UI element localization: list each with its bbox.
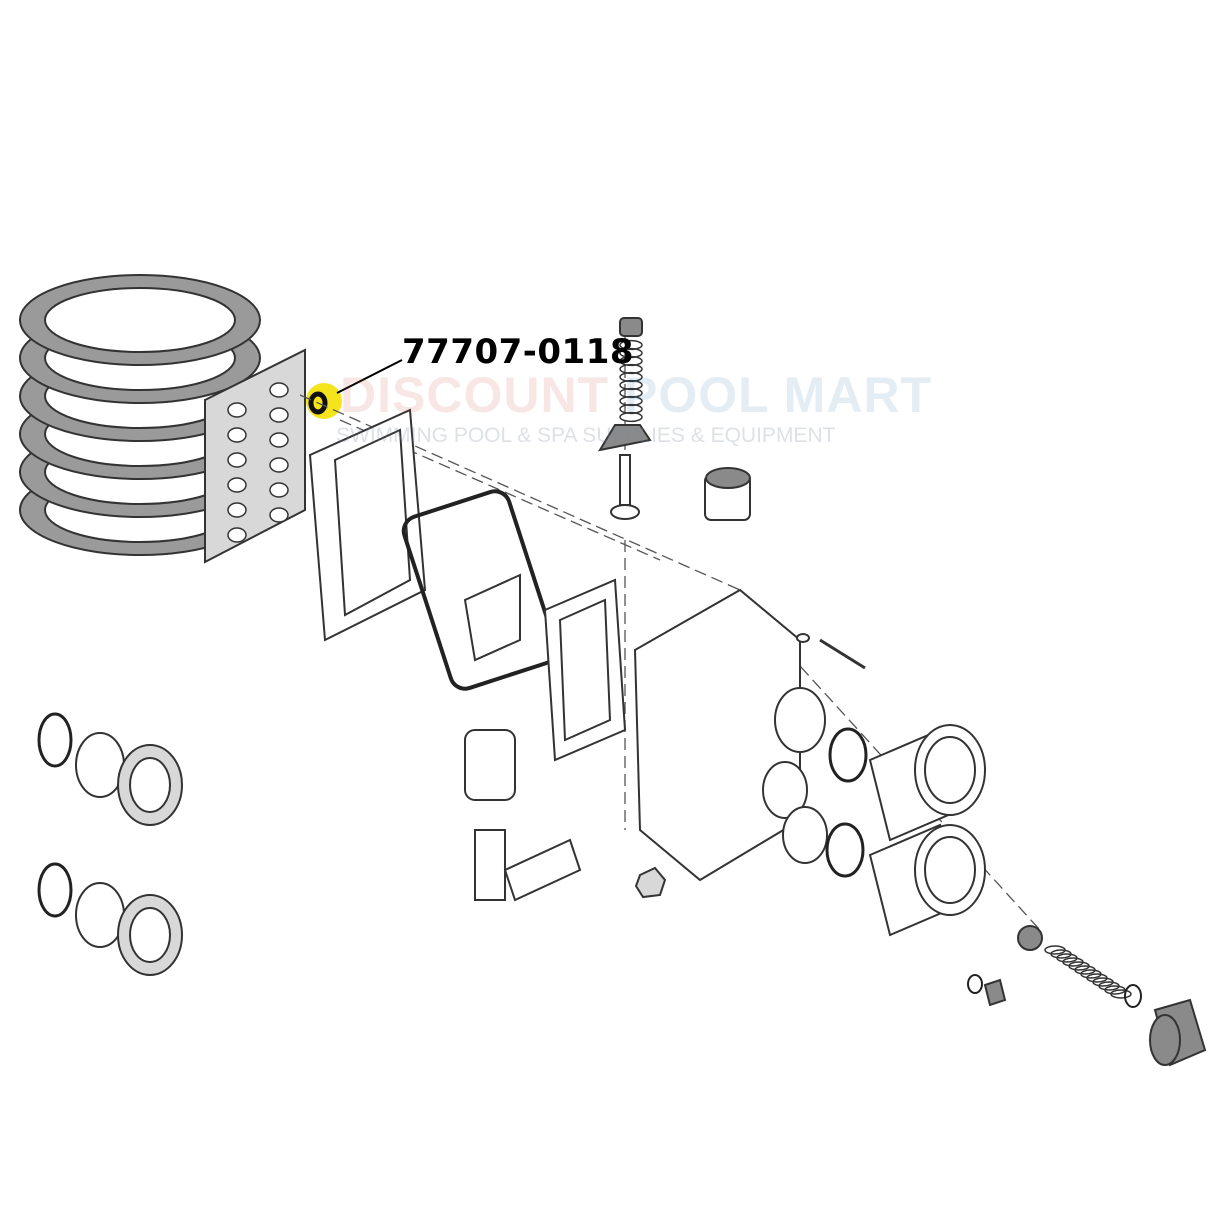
manifold-housing — [633, 588, 866, 882]
plate-hole — [227, 527, 247, 543]
coil-tube-inner — [44, 287, 236, 353]
spring-coil — [619, 347, 643, 359]
spring-coil — [1110, 989, 1132, 999]
watermark-text-2: POOL MART — [624, 367, 933, 423]
spring-coil — [619, 395, 643, 407]
drain-valve-knob — [983, 978, 1007, 1007]
plate-hole — [269, 457, 289, 473]
divider-gasket — [543, 578, 627, 762]
union-o-ring — [37, 712, 73, 768]
part-number-label: 77707-0118 — [402, 332, 635, 372]
washer — [796, 633, 810, 643]
small-o-ring — [1124, 984, 1142, 1008]
plate-hole — [227, 477, 247, 493]
plate-hole — [269, 507, 289, 523]
spring-coil — [619, 363, 643, 375]
large-o-ring — [401, 489, 559, 691]
plate-hole — [227, 427, 247, 443]
spring-coil — [619, 411, 643, 423]
pressure-relief-valve — [464, 729, 582, 902]
union-fitting — [37, 862, 183, 976]
union-nut-bore — [129, 757, 171, 813]
spring-coil — [619, 339, 643, 351]
pipe-adapter-upper — [868, 724, 986, 842]
plate-hole — [269, 482, 289, 498]
plate-hole — [269, 432, 289, 448]
union-tailpiece — [75, 732, 125, 798]
thermostat-sensor — [704, 467, 751, 521]
plate-hole — [269, 407, 289, 423]
spring-coil — [619, 379, 643, 391]
bypass-cap — [1149, 998, 1207, 1067]
heat-exchanger-coil — [19, 274, 306, 564]
adapter-o-ring — [825, 822, 865, 878]
plate-hole — [227, 402, 247, 418]
header-gasket — [308, 408, 427, 642]
adapter-o-ring — [828, 727, 868, 783]
bolt — [819, 638, 866, 670]
spring-coil — [619, 355, 643, 367]
drain-plug — [634, 866, 667, 899]
pipe-adapter-lower — [868, 823, 986, 937]
union-o-ring — [37, 862, 73, 918]
union-nut-bore — [129, 907, 171, 963]
baffle — [463, 573, 521, 662]
watermark-logo: DISCOUNT POOL MART — [340, 366, 932, 424]
watermark-tagline: SWIMMING POOL & SPA SUPPLIES & EQUIPMENT — [336, 424, 836, 447]
callout-leader-line — [336, 359, 403, 394]
plate-hole — [227, 452, 247, 468]
plate-hole — [227, 502, 247, 518]
check-valve-disk — [1017, 925, 1043, 951]
spring-coil — [619, 387, 643, 399]
watermark-text-1: DISCOUNT — [340, 367, 610, 423]
spring-coil — [619, 403, 643, 415]
bypass-valve-assembly — [597, 317, 652, 520]
small-o-ring — [967, 974, 983, 994]
plate-hole — [269, 382, 289, 398]
union-fitting — [37, 712, 183, 826]
union-tailpiece — [75, 882, 125, 948]
spring-coil — [619, 371, 643, 383]
